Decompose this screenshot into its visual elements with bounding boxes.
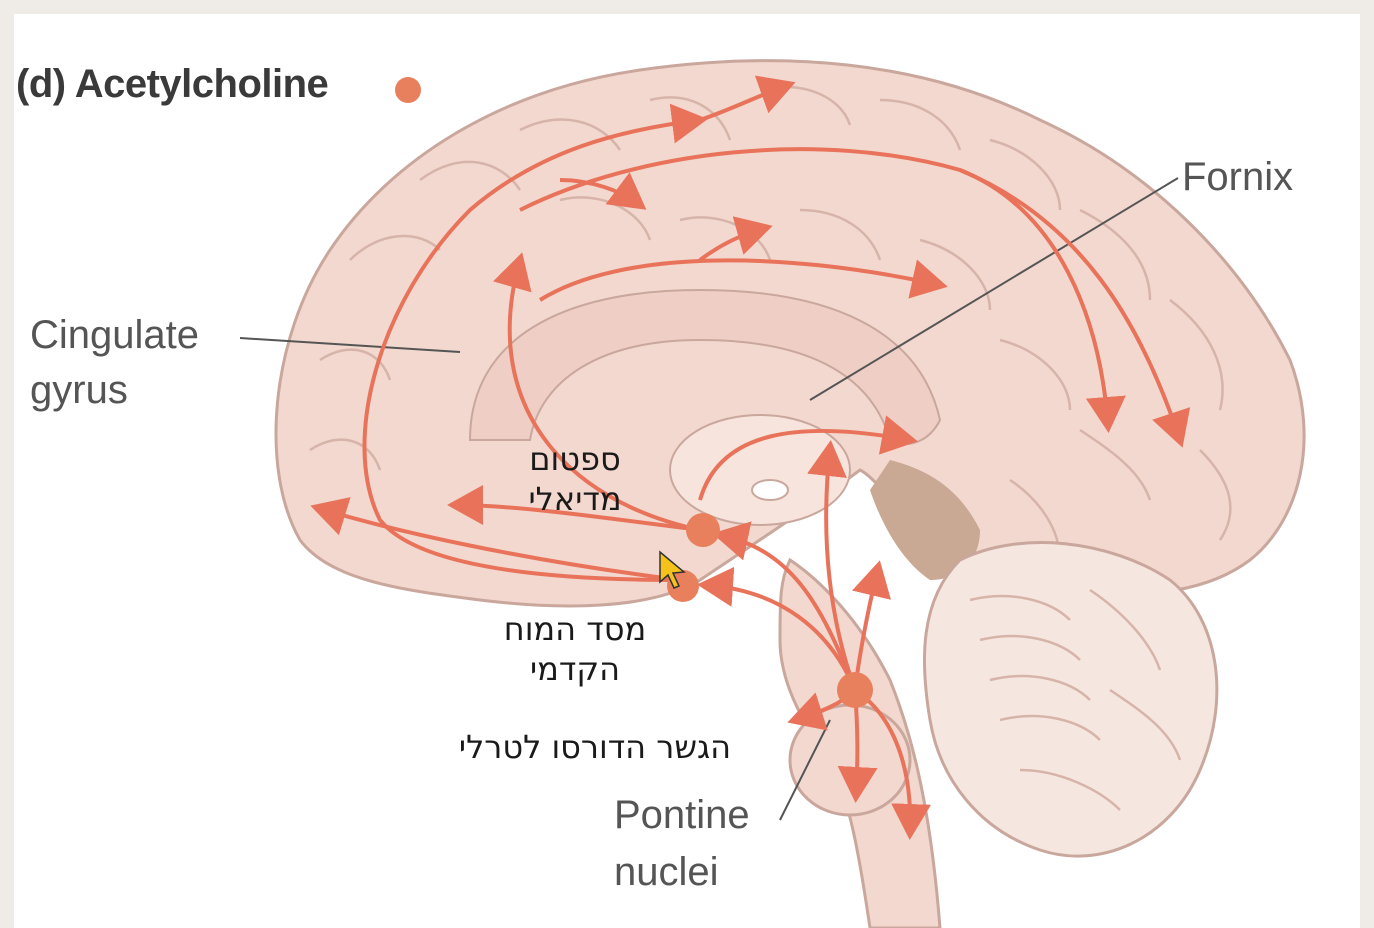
pointer-cursor xyxy=(659,550,686,589)
ventricle xyxy=(870,460,980,580)
fornix-label: Fornix xyxy=(1182,155,1294,199)
medial-septum-label-line2: מדיאלי xyxy=(528,480,622,518)
cingulate-label-line1: Cingulate xyxy=(30,313,200,357)
pontine-label-line2: nuclei xyxy=(614,850,719,894)
corpus-callosum xyxy=(468,288,942,445)
basal-forebrain-label-line1: מסד המוח xyxy=(503,610,647,648)
leader-lines xyxy=(239,177,1179,821)
thalamus xyxy=(669,414,851,526)
pons xyxy=(788,703,912,817)
acetylcholine-pathways xyxy=(310,75,1191,840)
cerebellum xyxy=(922,541,1219,858)
cerebellum-folia xyxy=(969,588,1182,811)
medial-septum-nucleus xyxy=(686,513,720,547)
thalamus-inner xyxy=(751,479,789,501)
basal-forebrain-label-line2: הקדמי xyxy=(530,650,620,688)
pons-lateral-label: הגשר הדורסו לטרלי xyxy=(458,728,732,766)
legend-dot xyxy=(395,77,421,103)
figure-title: (d) Acetylcholine xyxy=(16,62,329,106)
pontine-nucleus xyxy=(837,672,873,708)
cingulate-label-line2: gyrus xyxy=(30,368,128,412)
medial-septum-label-line1: ספטום xyxy=(529,440,621,478)
pontine-label-line1: Pontine xyxy=(614,793,750,837)
